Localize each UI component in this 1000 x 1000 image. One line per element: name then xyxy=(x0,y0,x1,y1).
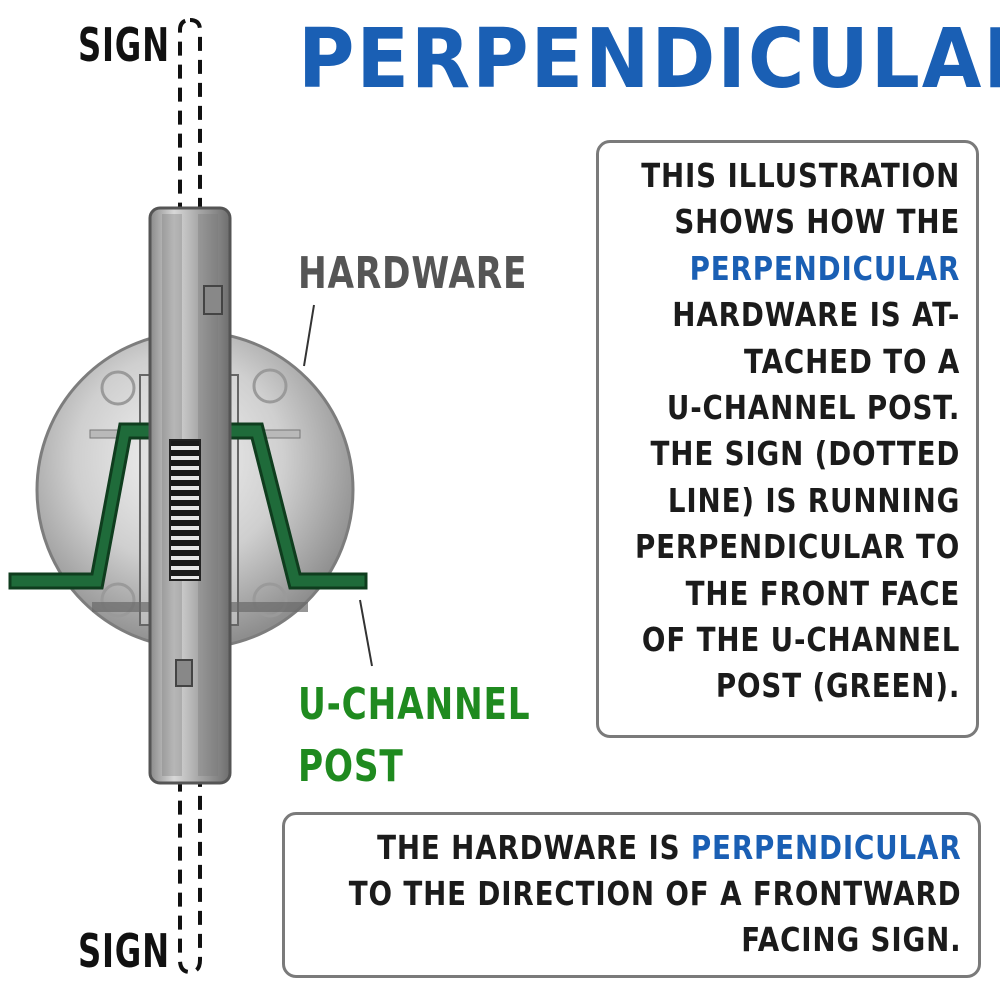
threaded-bolt xyxy=(169,439,201,581)
sign-label-bottom: SIGN xyxy=(78,924,170,978)
description-line: THE SIGN (DOTTED xyxy=(650,434,960,474)
summary-box: THE HARDWARE IS PERPENDICULAR TO THE DIR… xyxy=(282,812,981,978)
hardware-leader xyxy=(303,304,315,367)
description-line: PERPENDICULAR xyxy=(689,248,960,288)
description-line: PERPENDICULAR TO xyxy=(634,527,960,567)
u-channel-post-shape xyxy=(8,422,368,590)
description-box: THIS ILLUSTRATION SHOWS HOW THE PERPENDI… xyxy=(596,140,979,738)
u-channel-leader xyxy=(359,599,373,667)
description-line: THE FRONT FACE xyxy=(685,573,960,613)
description-line: HARDWARE IS AT- xyxy=(672,295,960,335)
page-title: PERPENDICULAR xyxy=(298,12,1000,107)
summary-text: THE HARDWARE IS PERPENDICULAR TO THE DIR… xyxy=(232,825,962,963)
summary-line: TO THE DIRECTION OF A FRONTWARD xyxy=(349,874,962,913)
description-line: U-CHANNEL POST. xyxy=(666,388,960,428)
summary-line: FACING SIGN. xyxy=(741,920,962,959)
sign-dotted-line xyxy=(178,17,202,975)
description-line: SHOWS HOW THE xyxy=(674,202,960,242)
description-line: OF THE U-CHANNEL xyxy=(641,620,960,660)
u-channel-label-line2: POST xyxy=(298,741,404,792)
sign-label-top: SIGN xyxy=(78,18,170,72)
summary-line: THE HARDWARE IS PERPENDICULAR xyxy=(377,828,962,867)
description-line: LINE) IS RUNNING xyxy=(667,480,960,520)
u-channel-post-label: U-CHANNEL POST xyxy=(298,674,530,798)
hardware-label: HARDWARE xyxy=(298,248,528,299)
description-line: THIS ILLUSTRATION xyxy=(641,156,960,195)
description-text: THIS ILLUSTRATION SHOWS HOW THE PERPENDI… xyxy=(573,153,960,710)
description-line: TACHED TO A xyxy=(743,341,960,381)
description-line: POST (GREEN). xyxy=(715,666,960,706)
u-channel-label-line1: U-CHANNEL xyxy=(298,679,531,730)
